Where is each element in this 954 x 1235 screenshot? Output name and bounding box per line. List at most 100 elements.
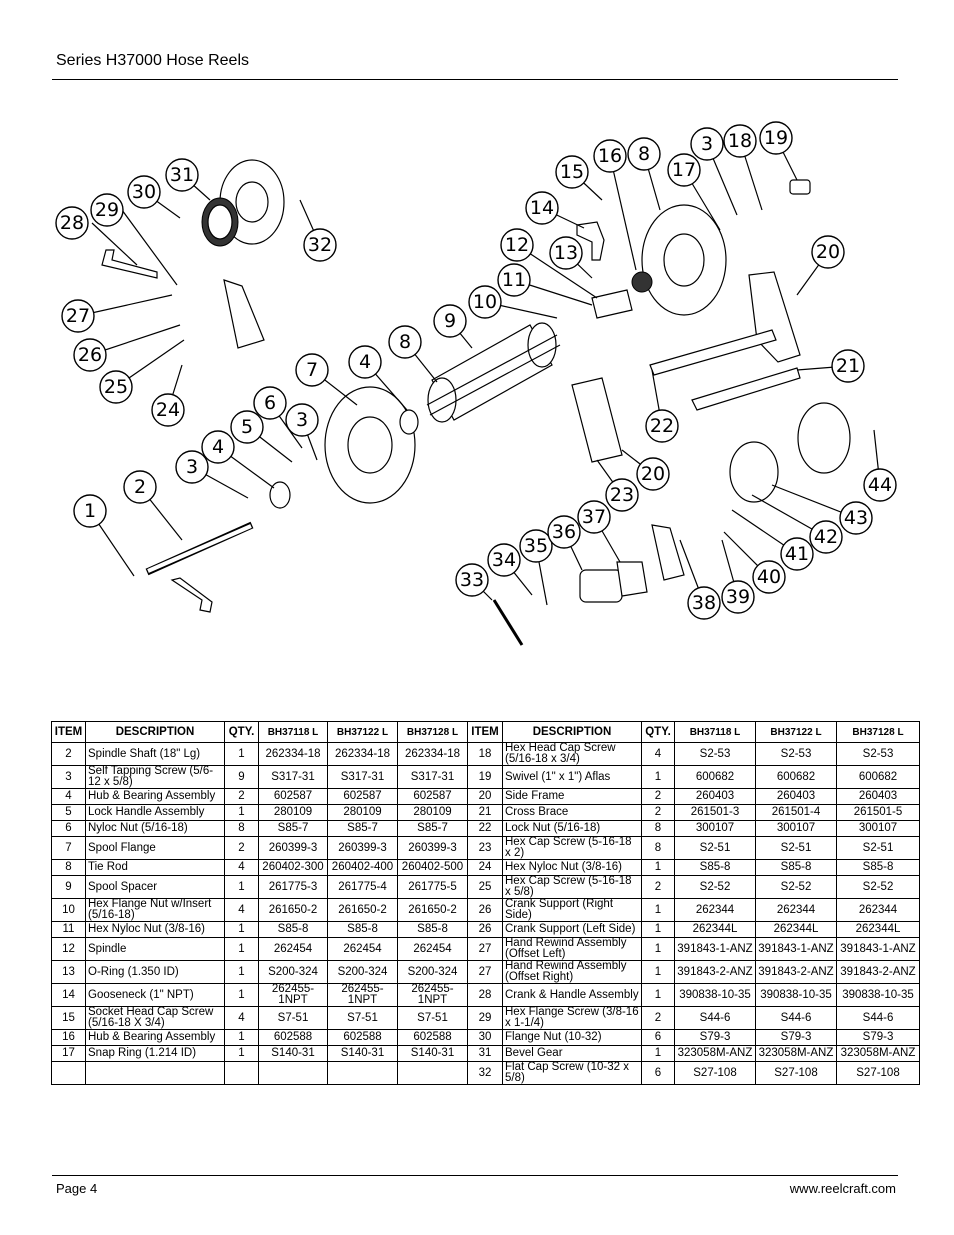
part-bh37118-cell: 262454 <box>258 937 328 961</box>
callout: 18 <box>723 124 757 158</box>
svg-text:28: 28 <box>60 212 84 234</box>
header-item: ITEM <box>51 721 86 743</box>
part-bh37118-cell: 602588 <box>258 1029 328 1046</box>
part-bh37122-cell <box>327 1061 398 1085</box>
description-cell: Swivel (1" x 1") Aflas <box>502 765 642 789</box>
item-number-cell: 10 <box>51 898 86 922</box>
callout: 9 <box>433 304 467 338</box>
item-number-cell: 9 <box>51 875 86 899</box>
item-number-cell: 25 <box>467 875 503 899</box>
callout: 3 <box>285 403 319 437</box>
item-number-cell: 23 <box>467 836 503 860</box>
quantity-cell: 1 <box>641 960 675 984</box>
footer-rule <box>52 1175 898 1176</box>
part-bh37128-cell: S317-31 <box>397 765 468 789</box>
callout: 8 <box>627 137 661 171</box>
callout: 41 <box>780 537 814 571</box>
item-number-cell: 18 <box>467 742 503 766</box>
callout: 7 <box>295 353 329 387</box>
header-qty: QTY. <box>224 721 259 743</box>
part-bh37128-cell: S7-51 <box>397 1006 468 1030</box>
callout: 31 <box>165 158 199 192</box>
svg-text:10: 10 <box>473 291 497 313</box>
item-number-cell: 26 <box>467 898 503 922</box>
part-bh37122-cell: S85-8 <box>755 859 837 876</box>
part-bh37122-cell: 262344L <box>755 921 837 938</box>
description-cell: Hub & Bearing Assembly <box>85 788 225 805</box>
callout: 3 <box>175 450 209 484</box>
item-number-cell: 11 <box>51 921 86 938</box>
quantity-cell <box>224 1061 259 1085</box>
part-bh37128-cell: S85-7 <box>397 820 468 837</box>
svg-text:8: 8 <box>399 331 411 353</box>
part-bh37122-cell: S2-53 <box>755 742 837 766</box>
quantity-cell: 1 <box>641 921 675 938</box>
callout: 25 <box>99 370 133 404</box>
quantity-cell: 1 <box>641 937 675 961</box>
item-number-cell: 17 <box>51 1045 86 1062</box>
svg-text:31: 31 <box>170 164 194 186</box>
header-qty: QTY. <box>641 721 675 743</box>
part-bh37118-cell <box>258 1061 328 1085</box>
part-bh37128-cell: 391843-1-ANZ <box>836 937 920 961</box>
callout: 20 <box>636 457 670 491</box>
svg-text:8: 8 <box>638 143 650 165</box>
callout: 42 <box>809 520 843 554</box>
item-number-cell: 5 <box>51 804 86 821</box>
part-bh37128-cell: S85-8 <box>836 859 920 876</box>
quantity-cell: 4 <box>641 742 675 766</box>
svg-text:22: 22 <box>650 415 674 437</box>
part-bh37128-cell <box>397 1061 468 1085</box>
description-cell: Gooseneck (1" NPT) <box>85 983 225 1007</box>
description-cell: Hex Cap Screw (5-16-18 x 5/8) <box>502 875 642 899</box>
quantity-cell: 2 <box>641 1006 675 1030</box>
item-number-cell: 30 <box>467 1029 503 1046</box>
callout: 3 <box>690 127 724 161</box>
callout: 36 <box>547 515 581 549</box>
callout: 29 <box>90 193 124 227</box>
part-bh37118-cell: S85-7 <box>258 820 328 837</box>
description-cell: Lock Handle Assembly <box>85 804 225 821</box>
part-bh37128-cell: 261775-5 <box>397 875 468 899</box>
part-bh37118-cell: S317-31 <box>258 765 328 789</box>
description-cell: Hand Rewind Assembly (Offset Right) <box>502 960 642 984</box>
quantity-cell: 1 <box>224 960 259 984</box>
part-bh37118-cell: S200-324 <box>258 960 328 984</box>
svg-text:35: 35 <box>524 535 548 557</box>
svg-text:13: 13 <box>554 242 578 264</box>
svg-text:3: 3 <box>186 456 198 478</box>
description-cell: Hub & Bearing Assembly <box>85 1029 225 1046</box>
callout: 4 <box>201 430 235 464</box>
header-description: DESCRIPTION <box>502 721 642 743</box>
part-bh37118-cell: 600682 <box>674 765 756 789</box>
part-bh37118-cell: S85-8 <box>674 859 756 876</box>
part-bh37128-cell: 390838-10-35 <box>836 983 920 1007</box>
callout: 39 <box>721 580 755 614</box>
quantity-cell: 2 <box>224 836 259 860</box>
header-bh37128: BH37128 L <box>397 721 468 743</box>
callout: 26 <box>73 338 107 372</box>
description-cell: Self Tapping Screw (5/6-12 x 5/8) <box>85 765 225 789</box>
part-bh37128-cell: S44-6 <box>836 1006 920 1030</box>
description-cell: Hex Flange Screw (3/8-16 x 1-1/4) <box>502 1006 642 1030</box>
description-cell: Spool Spacer <box>85 875 225 899</box>
item-number-cell: 15 <box>51 1006 86 1030</box>
part-bh37122-cell: 261650-2 <box>327 898 398 922</box>
part-bh37128-cell: 600682 <box>836 765 920 789</box>
callout: 44 <box>863 468 897 502</box>
svg-text:18: 18 <box>728 130 752 152</box>
part-bh37128-cell: S140-31 <box>397 1045 468 1062</box>
description-cell <box>85 1061 225 1085</box>
description-cell: Crank Support (Right Side) <box>502 898 642 922</box>
svg-text:9: 9 <box>444 310 456 332</box>
part-bh37128-cell: S2-53 <box>836 742 920 766</box>
quantity-cell: 1 <box>641 898 675 922</box>
description-cell: Bevel Gear <box>502 1045 642 1062</box>
svg-text:3: 3 <box>701 133 713 155</box>
